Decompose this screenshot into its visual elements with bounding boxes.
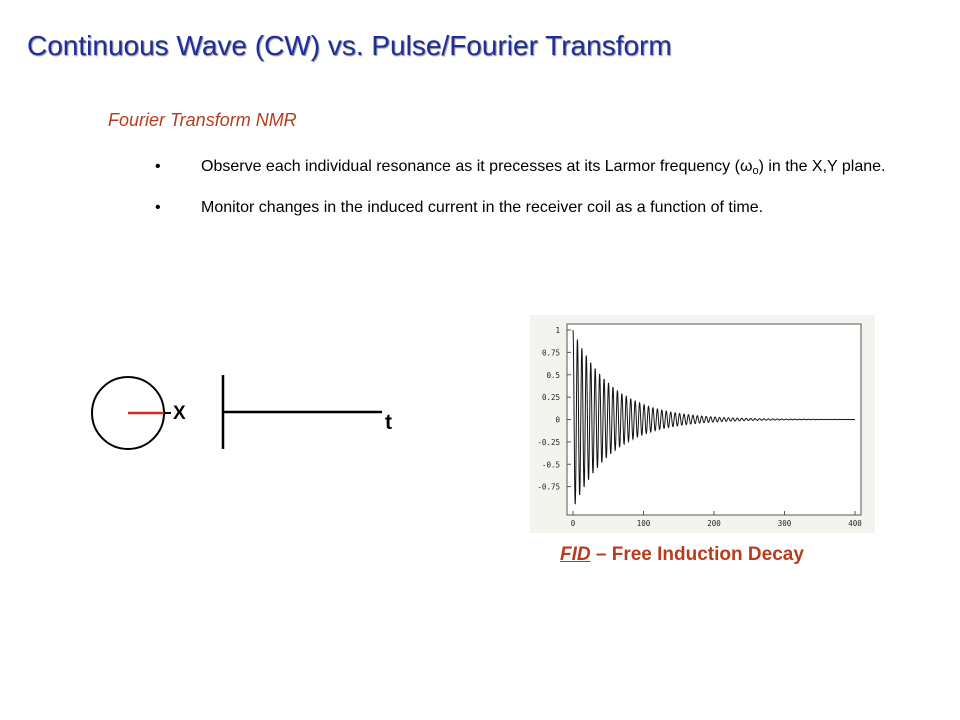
x-tick-label: 200 bbox=[707, 519, 721, 528]
bullet-list: • Observe each individual resonance as i… bbox=[155, 155, 931, 233]
section-subtitle: Fourier Transform NMR bbox=[108, 110, 297, 130]
y-tick-label: 0.75 bbox=[542, 348, 560, 357]
bullet-text-part: ) in the X,Y plane. bbox=[758, 158, 886, 175]
fid-caption: FID – Free Induction Decay bbox=[560, 544, 804, 566]
fid-caption-text: – Free Induction Decay bbox=[590, 544, 804, 565]
bullet-dot: • bbox=[155, 158, 161, 175]
fid-abbreviation: FID bbox=[560, 544, 591, 565]
x-tick-label: 300 bbox=[778, 519, 792, 528]
x-axis-label: X bbox=[173, 403, 186, 424]
y-tick-label: -0.5 bbox=[542, 460, 560, 469]
y-tick-label: -0.75 bbox=[537, 483, 560, 492]
bullet-dot: • bbox=[155, 199, 161, 216]
bullet-text-part: Observe each individual resonance as it … bbox=[201, 158, 740, 175]
bullet-item-larmor: • Observe each individual resonance as i… bbox=[155, 155, 931, 183]
omega-symbol: ω bbox=[739, 158, 753, 175]
x-tick-label: 0 bbox=[571, 519, 576, 528]
bullet-item-monitor: • Monitor changes in the induced current… bbox=[155, 196, 931, 220]
precession-diagram: X t bbox=[91, 375, 392, 450]
y-tick-label: 0.5 bbox=[546, 371, 560, 380]
bullet-text: Monitor changes in the induced current i… bbox=[201, 199, 764, 216]
fid-signal-line bbox=[572, 329, 855, 505]
y-tick-label: -0.25 bbox=[537, 438, 560, 447]
x-tick-label: 400 bbox=[848, 519, 862, 528]
slide-title: Continuous Wave (CW) vs. Pulse/Fourier T… bbox=[27, 30, 672, 61]
omega-subscript: o bbox=[752, 165, 759, 177]
fid-plot: 0 100 200 300 400 1 0.75 0.5 0.25 0 -0.25 -0.5 -0.75 bbox=[530, 315, 875, 533]
x-tick-label: 100 bbox=[637, 519, 651, 528]
y-tick-label: 0 bbox=[555, 416, 560, 425]
y-tick-label: 0.25 bbox=[542, 393, 560, 402]
time-axis-label: t bbox=[385, 411, 392, 434]
y-tick-label: 1 bbox=[555, 326, 560, 335]
